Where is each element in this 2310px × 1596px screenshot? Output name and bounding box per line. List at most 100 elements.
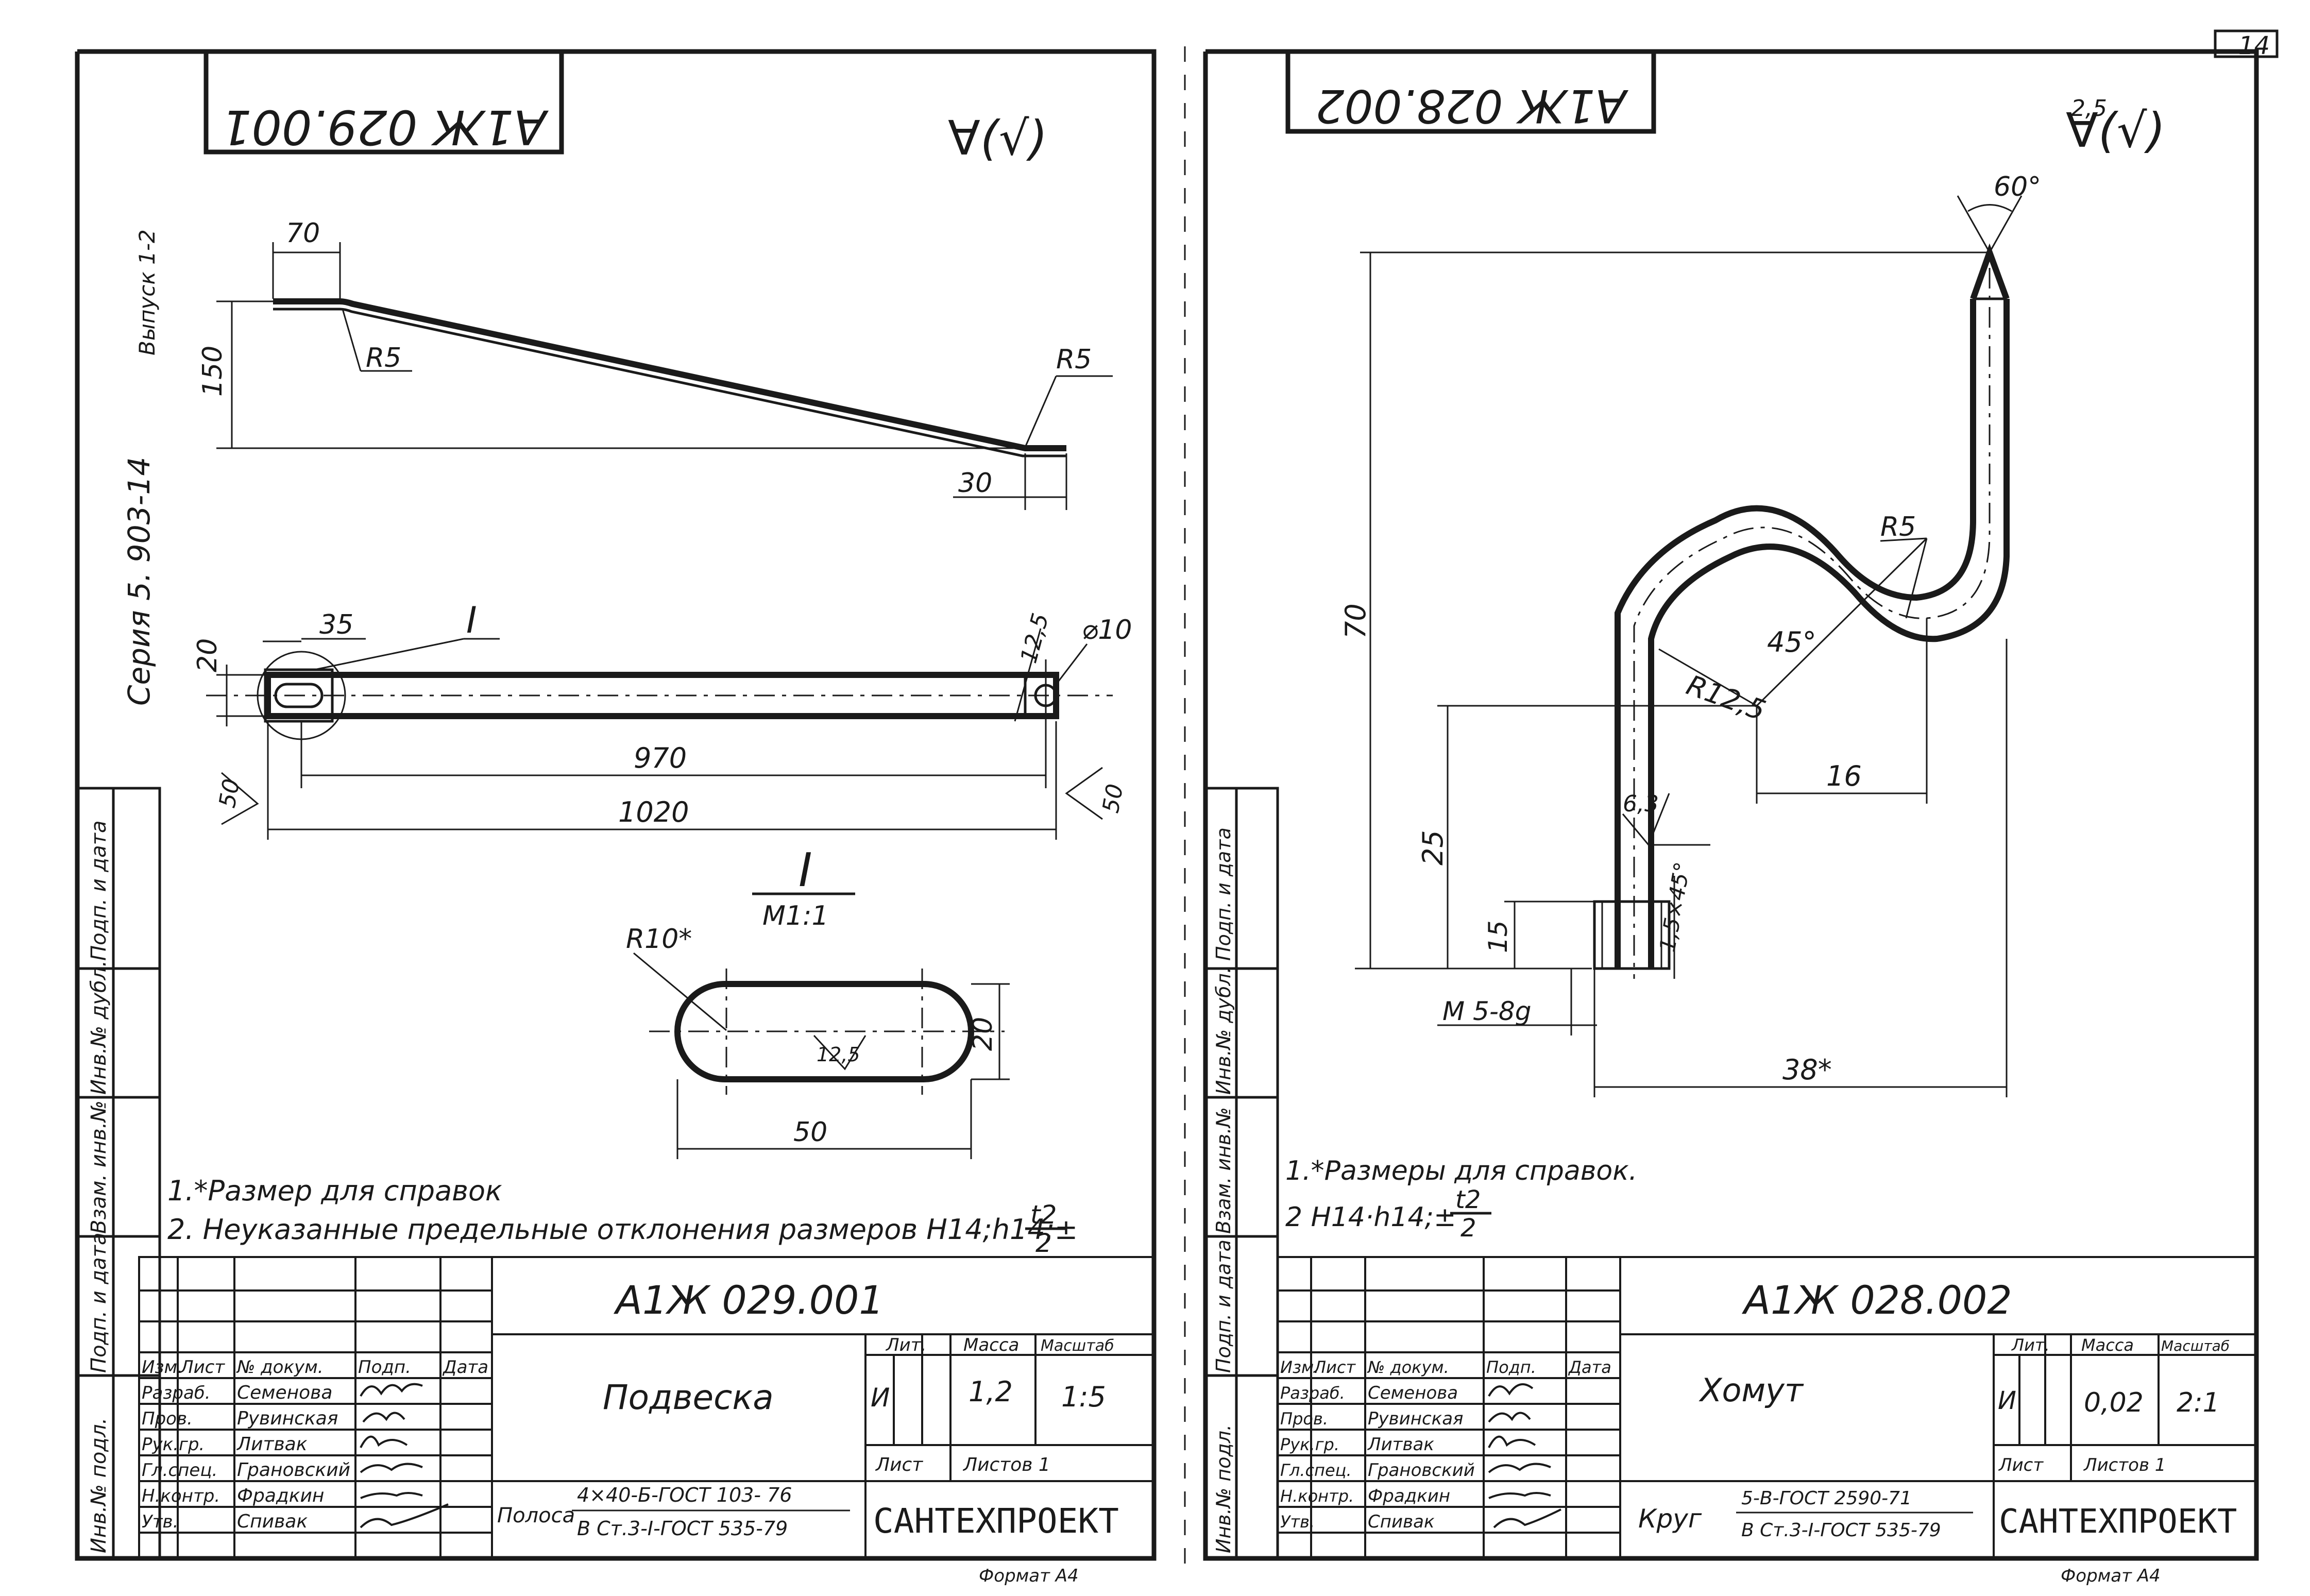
tb-left-role-5: Утв. xyxy=(142,1512,178,1532)
tb-left-person-1: Рувинская xyxy=(237,1408,338,1429)
tb-left-role-1: Пров. xyxy=(142,1408,193,1429)
tb-right-h-list: Лист xyxy=(1313,1357,1356,1377)
left-rotated-code-box xyxy=(203,52,564,155)
tb-left-lit: И xyxy=(871,1383,890,1413)
roughness-12-5-top: 12,5 xyxy=(1015,610,1054,666)
signature-icon xyxy=(1488,1412,1531,1423)
dim-45deg: 45° xyxy=(1767,626,1816,658)
tb-left-h-list: Лист xyxy=(179,1357,225,1378)
tb-right-material-top: 5-В-ГОСТ 2590-71 xyxy=(1741,1488,1912,1509)
dim-15: 15 xyxy=(1483,920,1513,953)
tb-left-lit-label: Лит. xyxy=(885,1335,926,1355)
r-stamp-dup-inv: Инв.№ дубл. xyxy=(1212,967,1235,1095)
tb-right-sheets: Листов 1 xyxy=(2083,1455,2166,1475)
detail-i-scale: М1:1 xyxy=(762,901,829,931)
detail-dim-50: 50 xyxy=(793,1117,827,1148)
signature-icon xyxy=(360,1492,423,1499)
dim-38: 38* xyxy=(1782,1054,1832,1086)
dim-chamfer: 1,5×45° xyxy=(1655,860,1695,954)
r-stamp-sign-date-2: Подп. и дата xyxy=(1212,1240,1235,1373)
tb-left-role-3: Гл.спец. xyxy=(142,1460,217,1481)
signature-icon xyxy=(360,1503,449,1529)
tb-left-role-0: Разраб. xyxy=(142,1383,211,1403)
tb-left-h-doc: № докум. xyxy=(236,1357,324,1378)
left-roughness: ∀(√) xyxy=(948,111,1047,166)
right-tol-den: 2 xyxy=(1460,1214,1476,1243)
dim-16: 16 xyxy=(1826,760,1862,792)
signature-icon xyxy=(1488,1435,1536,1448)
tb-left-material-top: 4×40-Б-ГОСТ 103- 76 xyxy=(577,1484,792,1506)
right-roughness-value: 2,5 xyxy=(2071,95,2107,122)
tb-left-sheets: Листов 1 xyxy=(962,1454,1050,1475)
dim-30: 30 xyxy=(958,468,992,499)
signature-icon xyxy=(362,1412,405,1423)
tb-right-h-date: Дата xyxy=(1568,1357,1611,1377)
stamp-sign-date-2: Подп. и дата xyxy=(87,1233,111,1373)
dim-phi-10: ⌀10 xyxy=(1082,615,1132,646)
dim-1020: 1020 xyxy=(618,796,689,828)
roughness-50-left: 50 xyxy=(214,777,245,810)
tb-right-h-doc: № докум. xyxy=(1367,1357,1449,1377)
tb-right-role-0: Разраб. xyxy=(1280,1383,1345,1403)
tb-left-person-4: Фрадкин xyxy=(237,1485,324,1506)
tb-right-mass: 0,02 xyxy=(2084,1387,2144,1418)
tb-left-org: САНТЕХПРОЕКТ xyxy=(873,1501,1119,1541)
dim-150: 150 xyxy=(197,346,228,397)
dim-r5-right: R5 xyxy=(1056,344,1092,375)
tb-left-material-bottom: В Ст.3-I-ГОСТ 535-79 xyxy=(577,1517,788,1540)
tb-left-h-date: Дата xyxy=(442,1357,488,1378)
roughness-6-3: 6,3 xyxy=(1623,791,1659,817)
tb-left-name: Подвеска xyxy=(603,1378,774,1417)
tb-left-h-izm: Изм. xyxy=(142,1357,183,1378)
tb-left-code: А1Ж 029.001 xyxy=(613,1277,884,1323)
signature-icon xyxy=(360,1383,423,1397)
tb-right-person-3: Грановский xyxy=(1368,1460,1475,1481)
page-number-box: 14 xyxy=(2214,29,2279,60)
dim-thread: М 5-8g xyxy=(1442,996,1531,1026)
tb-left-scale: 1:5 xyxy=(1061,1381,1106,1413)
tb-right-lit: И xyxy=(1998,1386,2016,1415)
detail-mark-leader: I xyxy=(466,599,477,641)
tb-right-lit-label: Лит. xyxy=(2011,1335,2050,1355)
tb-right-org: САНТЕХПРОЕКТ xyxy=(1999,1503,2237,1541)
signature-icon xyxy=(1488,1463,1551,1473)
left-rotated-code: А1Ж 029.001 xyxy=(222,99,549,155)
tb-right-role-2: Рук.гр. xyxy=(1280,1435,1339,1454)
tb-right-scale-label: Масштаб xyxy=(2161,1337,2230,1354)
dim-70: 70 xyxy=(286,218,320,249)
signature-icon xyxy=(360,1435,408,1448)
dim-35: 35 xyxy=(319,609,353,640)
tb-right-person-1: Рувинская xyxy=(1368,1408,1464,1429)
left-sheet: Подп. и дата Инв.№ дубл. Взам. инв.№ Под… xyxy=(75,49,1157,1586)
tb-left-sheet: Лист xyxy=(875,1454,923,1475)
r-stamp-orig-inv: Инв.№ подл. xyxy=(1212,1424,1235,1553)
stamp-replace-inv: Взам. инв.№ xyxy=(87,1100,111,1234)
tb-right-person-5: Спивак xyxy=(1368,1512,1435,1532)
signature-icon xyxy=(360,1463,423,1473)
clamp-view: 60° 70 R5 45° R12,5 16 25 xyxy=(1339,172,2041,1097)
tb-right-scale: 2:1 xyxy=(2177,1387,2220,1418)
tb-right-mass-label: Масса xyxy=(2081,1335,2134,1355)
r-stamp-replace-inv: Взам. инв.№ xyxy=(1212,1107,1235,1234)
dim-r5-right: R5 xyxy=(1880,512,1916,542)
tb-right-role-3: Гл.спец. xyxy=(1280,1461,1352,1480)
stamp-orig-inv: Инв.№ подл. xyxy=(87,1418,111,1553)
tb-left-person-2: Литвак xyxy=(236,1434,308,1455)
tb-right-person-2: Литвак xyxy=(1367,1434,1434,1455)
dim-r5-left: R5 xyxy=(366,343,401,373)
hanger-side-view: 70 150 R5 R5 30 xyxy=(197,218,1113,510)
detail-r10: R10* xyxy=(626,924,692,955)
tb-left-role-2: Рук.гр. xyxy=(142,1434,205,1455)
tb-right-material-prefix: Круг xyxy=(1638,1504,1702,1534)
tb-right-code: А1Ж 028.002 xyxy=(1741,1277,2012,1323)
series-note: Серия 5. 903-14 xyxy=(122,457,157,706)
tb-left-mass-label: Масса xyxy=(963,1335,1019,1355)
dim-20-top: 20 xyxy=(192,638,223,672)
tb-left-material-prefix: Полоса xyxy=(497,1504,575,1527)
left-tol-den: 2 xyxy=(1035,1228,1052,1258)
tb-left-person-3: Грановский xyxy=(237,1459,350,1481)
tb-right-format: Формат А4 xyxy=(2061,1566,2161,1586)
tb-right-sheet: Лист xyxy=(1998,1455,2044,1475)
tb-right-h-izm: Изм. xyxy=(1280,1357,1319,1377)
